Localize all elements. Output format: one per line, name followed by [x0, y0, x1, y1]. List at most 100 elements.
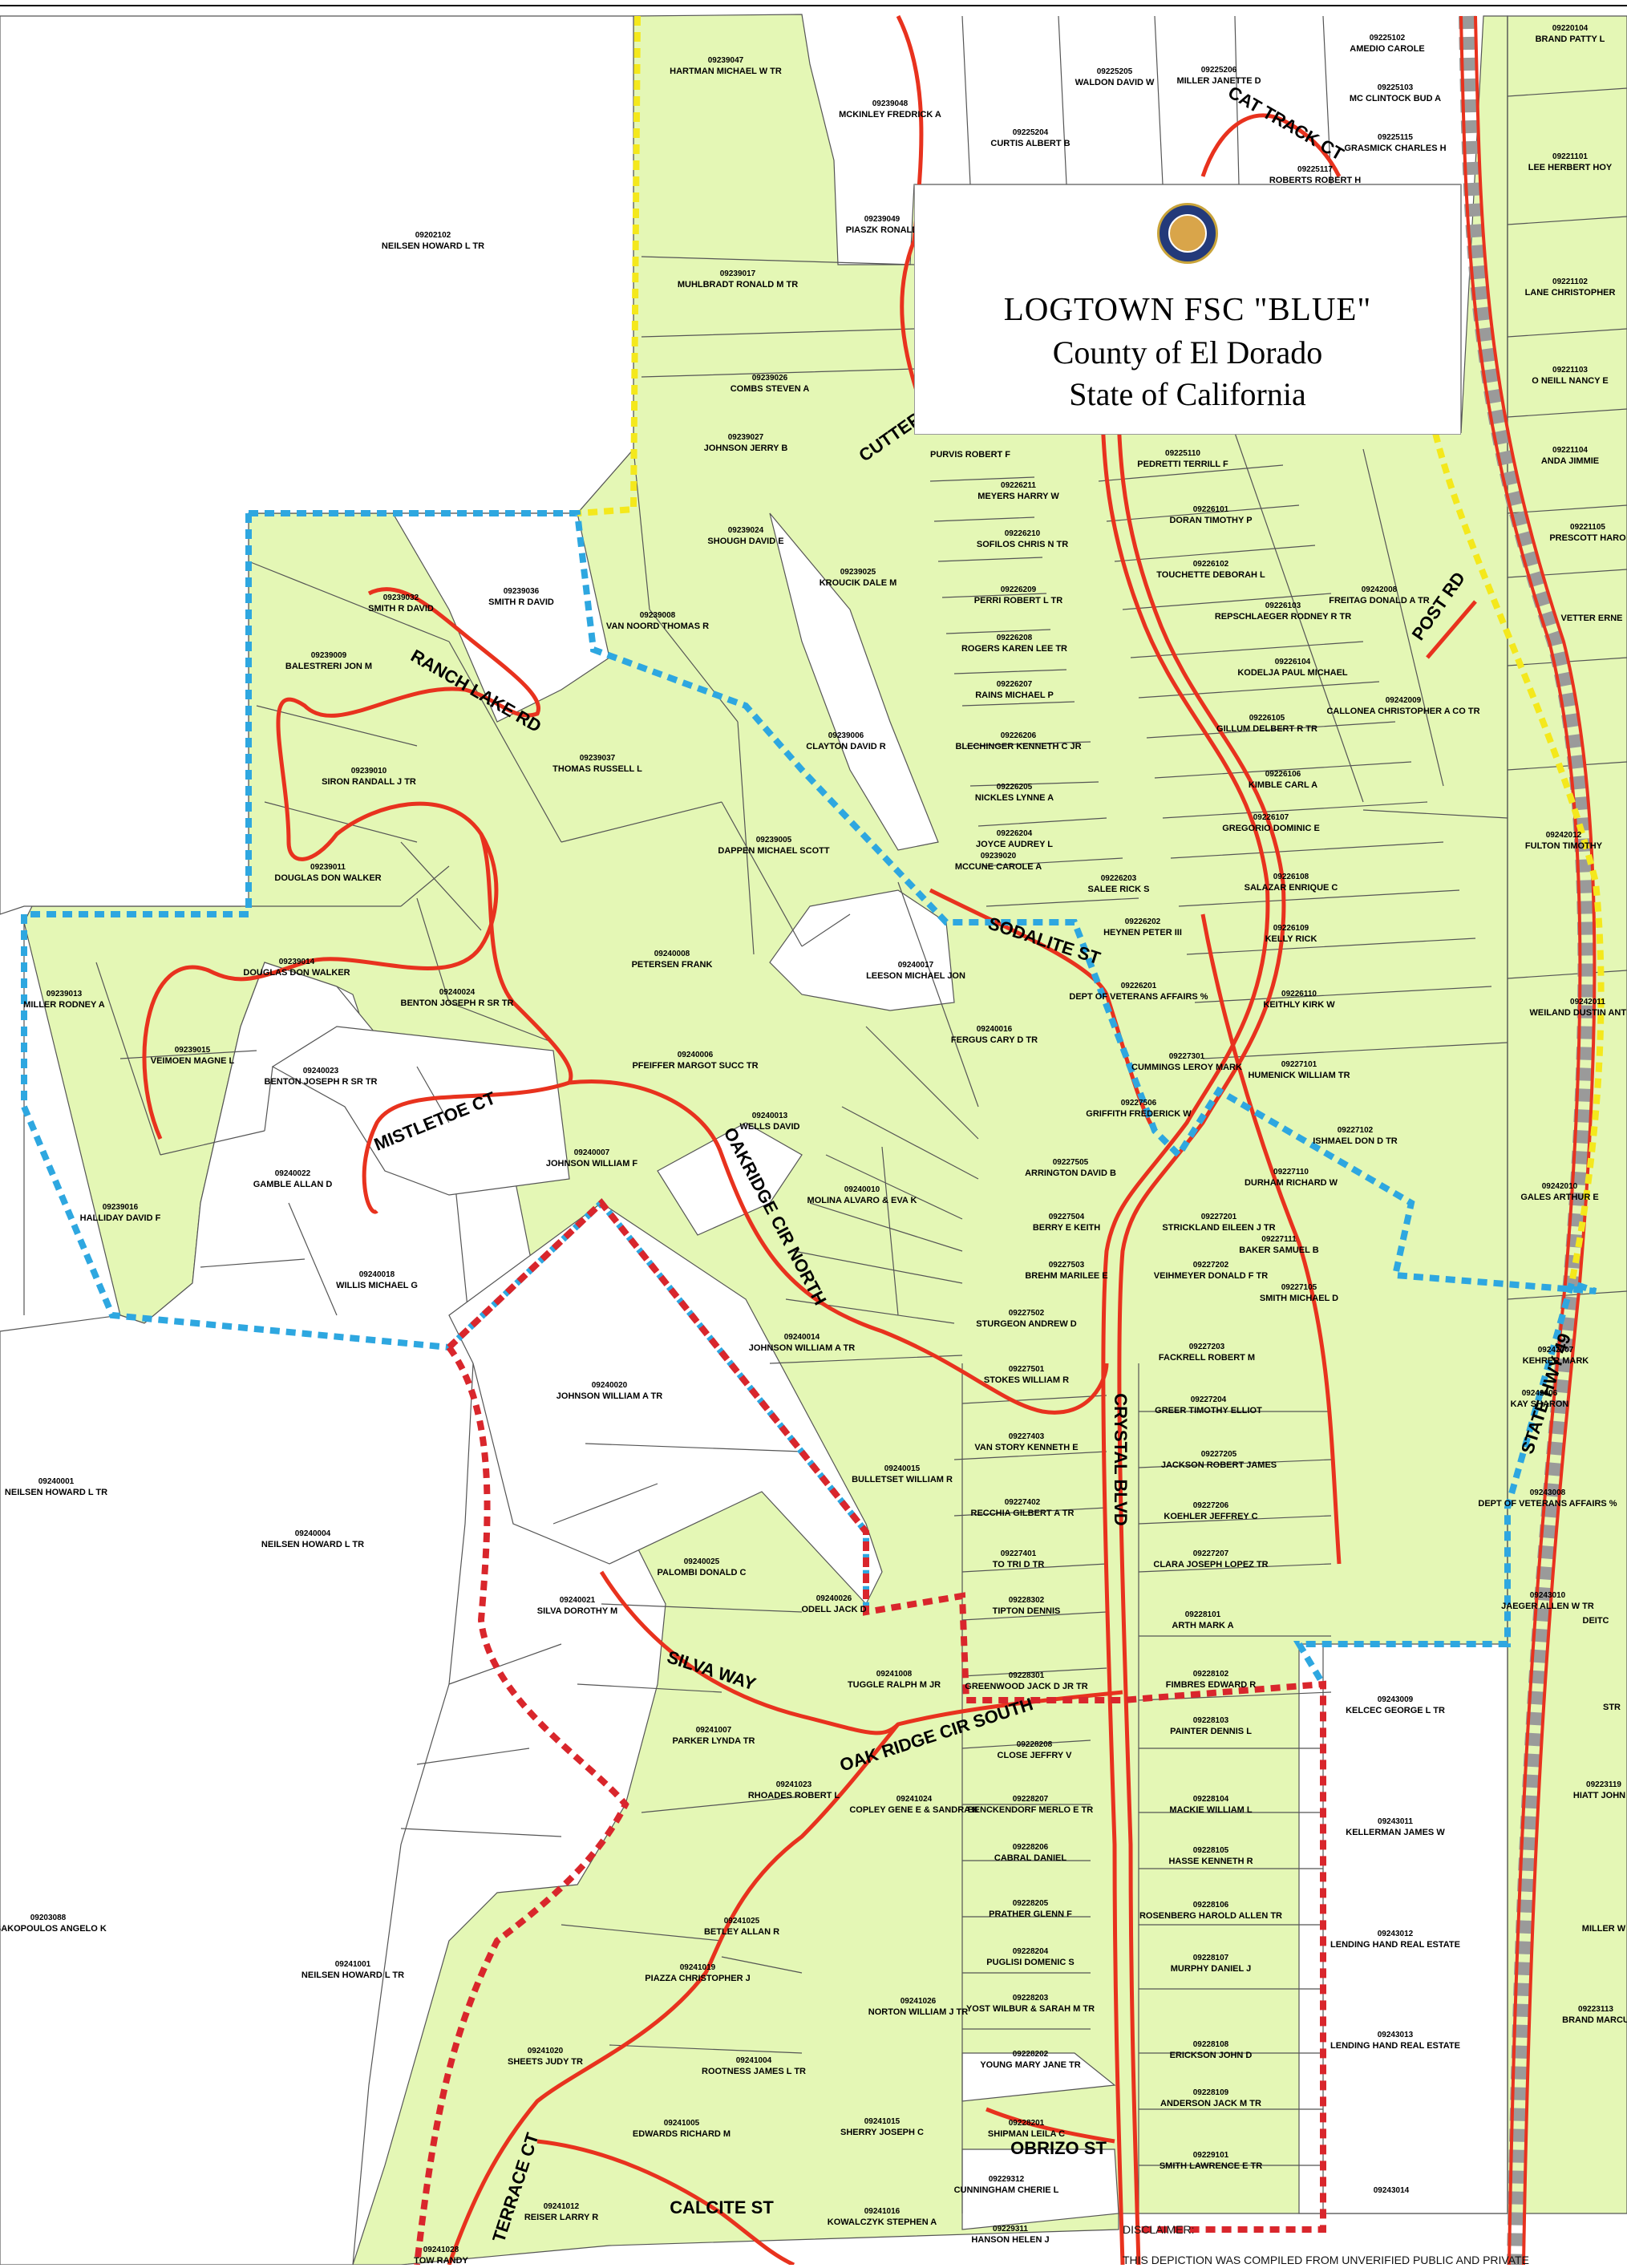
parcel-number: 09228207	[1013, 1795, 1049, 1804]
parcel-number: 09221104	[1552, 446, 1588, 455]
parcel-number: 09241020	[528, 2047, 564, 2055]
parcel-number: 09241028	[423, 2246, 459, 2254]
parcel-number: 09227102	[1338, 1126, 1374, 1135]
parcel-owner: PEDRETTI TERRILL F	[1137, 460, 1228, 469]
parcel-number: 09239025	[840, 568, 876, 577]
map-frame-top	[0, 5, 1627, 6]
parcel-owner: LENDING HAND REAL ESTATE	[1330, 2041, 1460, 2051]
parcel-number: 09241007	[696, 1726, 732, 1735]
parcel-number: 09243011	[1378, 1817, 1413, 1826]
parcel-owner: HUMENICK WILLIAM TR	[1248, 1071, 1350, 1080]
parcel-number: 09240021	[560, 1596, 596, 1605]
parcel-number: 09243010	[1530, 1591, 1566, 1600]
parcel-number: 09242010	[1542, 1182, 1578, 1191]
parcel-number: 09227301	[1169, 1052, 1205, 1061]
parcel-owner: HASSE KENNETH R	[1168, 1857, 1253, 1866]
parcel-owner: JAEGER ALLEN W TR	[1501, 1602, 1594, 1611]
parcel-owner: BAKER SAMUEL B	[1239, 1245, 1318, 1255]
parcel-owner: KAY SHARON	[1511, 1399, 1569, 1409]
parcel-number: 09241025	[724, 1917, 760, 1926]
parcel-number: 09228105	[1193, 1846, 1229, 1855]
parcel-owner: EDWARDS RICHARD M	[633, 2129, 731, 2139]
parcel-owner: NICKLES LYNNE A	[975, 793, 1054, 803]
parcel-owner: NEILSEN HOWARD L TR	[302, 1970, 404, 1980]
parcel-owner: HALLIDAY DAVID F	[80, 1213, 161, 1223]
parcel-number: 09239027	[728, 433, 764, 442]
parcel-owner: PETERSEN FRANK	[632, 960, 713, 970]
map-subtitle-state: State of California	[1069, 376, 1306, 412]
parcel-owner: KOEHLER JEFFREY C	[1164, 1512, 1257, 1521]
parcel-number: 09225110	[1165, 449, 1200, 458]
parcel-owner: ARRINGTON DAVID B	[1025, 1168, 1116, 1178]
parcel-number: 09240014	[784, 1333, 820, 1342]
parcel-owner: PURVIS ROBERT F	[930, 450, 1010, 460]
parcel-owner: COMBS STEVEN A	[731, 384, 810, 394]
parcel-owner: JACKSON ROBERT JAMES	[1161, 1460, 1277, 1470]
parcel-owner: JOHNSON JERRY B	[704, 443, 788, 453]
parcel-number: 09226201	[1121, 982, 1157, 990]
parcel-owner: PRATHER GLENN F	[989, 1910, 1072, 1919]
parcel-owner: CLOSE JEFFRY V	[998, 1751, 1073, 1760]
parcel-owner: HEYNEN PETER III	[1103, 928, 1182, 938]
parcel-owner: VAN STORY KENNETH E	[974, 1443, 1078, 1452]
parcel-owner: MILLER W	[1582, 1924, 1626, 1934]
parcel-owner: SMITH MICHAEL D	[1260, 1294, 1338, 1303]
parcel-number: 09220104	[1552, 24, 1589, 33]
parcel-owner: GREER TIMOTHY ELLIOT	[1155, 1406, 1262, 1415]
parcel-owner: HIATT JOHN D	[1573, 1791, 1627, 1800]
parcel-owner: WELLS DAVID	[740, 1122, 800, 1132]
disclaimer: DISCLAIMER: THIS DEPICTION WAS COMPILED …	[1123, 2221, 1620, 2268]
parcel-owner: PAINTER DENNIS L	[1170, 1727, 1252, 1736]
parcel-number: 09229312	[989, 2175, 1025, 2184]
parcel-owner: SHEETS JUDY TR	[508, 2057, 583, 2067]
parcel-number: 09241023	[776, 1780, 812, 1789]
parcel-owner: BALESTRERI JON M	[285, 662, 372, 671]
parcel-number: 09227110	[1273, 1168, 1309, 1177]
parcel-owner: JOHNSON WILLIAM A TR	[556, 1391, 662, 1401]
parcel-number: 09239032	[383, 593, 419, 602]
parcel-owner: SHIPMAN LEILA C	[988, 2129, 1065, 2139]
parcel-owner: DEITC	[1583, 1616, 1609, 1626]
parcel-number: 09223113	[1578, 2005, 1613, 2014]
parcel-owner: DAPPEN MICHAEL SCOTT	[718, 846, 829, 856]
parcel-number: 09228107	[1193, 1954, 1229, 1962]
parcel-owner: TO TRI D TR	[993, 1560, 1045, 1569]
parcel-owner: ROBERTS ROBERT H	[1269, 176, 1361, 185]
parcel-owner: BRAND PATTY L	[1536, 34, 1605, 44]
parcel-owner: LEESON MICHAEL JON	[866, 971, 965, 981]
parcel-number: 09227402	[1005, 1498, 1041, 1507]
parcel-number: 09226108	[1273, 873, 1309, 881]
parcel-owner: JOHNSON WILLIAM A TR	[749, 1343, 855, 1353]
parcel-owner: GAMBLE ALLAN D	[253, 1180, 333, 1189]
parcel-number: 09228208	[1017, 1740, 1053, 1749]
disclaimer-heading: DISCLAIMER:	[1123, 2223, 1195, 2236]
parcel-number: 09241004	[736, 2056, 772, 2065]
parcel-number: 09243013	[1378, 2031, 1414, 2039]
parcel-number: 09227504	[1049, 1213, 1085, 1221]
parcel-owner: MACKIE WILLIAM L	[1169, 1805, 1253, 1815]
parcel-number: 09239036	[504, 587, 540, 596]
parcel-number: 09241001	[335, 1960, 371, 1969]
parcel-owner: PRESCOTT HARO	[1549, 533, 1626, 543]
parcel-owner: KIMBLE CARL A	[1249, 780, 1317, 790]
parcel-number: 09226103	[1265, 601, 1301, 610]
parcel-number: 09239048	[872, 99, 909, 108]
parcel-number: 09228108	[1193, 2040, 1229, 2049]
parcel-owner: PFEIFFER MARGOT SUCC TR	[632, 1061, 758, 1071]
parcel-owner: BENTON JOSEPH R SR TR	[265, 1077, 378, 1087]
parcel-owner: DORAN TIMOTHY P	[1169, 516, 1252, 525]
parcel-number: 09239014	[279, 958, 315, 966]
parcel-owner: PARKER LYNDA TR	[673, 1736, 755, 1746]
parcel-owner: SILVA DOROTHY M	[537, 1606, 617, 1616]
parcel-owner: CUNNINGHAM CHERIE L	[954, 2185, 1059, 2195]
parcel-owner: WALDON DAVID W	[1075, 78, 1155, 87]
white-parcels	[0, 15, 1508, 2265]
parcel-number: 09203088	[30, 1914, 67, 1922]
parcel-owner: MOLINA ALVARO & EVA K	[807, 1196, 917, 1205]
parcel-number: 09227204	[1191, 1395, 1227, 1404]
parcel-owner: BULLETSET WILLIAM R	[852, 1475, 953, 1484]
parcel-number: 09226105	[1249, 714, 1285, 723]
parcel-number: 09225103	[1378, 83, 1414, 92]
parcel-owner: TOUCHETTE DEBORAH L	[1156, 570, 1265, 580]
